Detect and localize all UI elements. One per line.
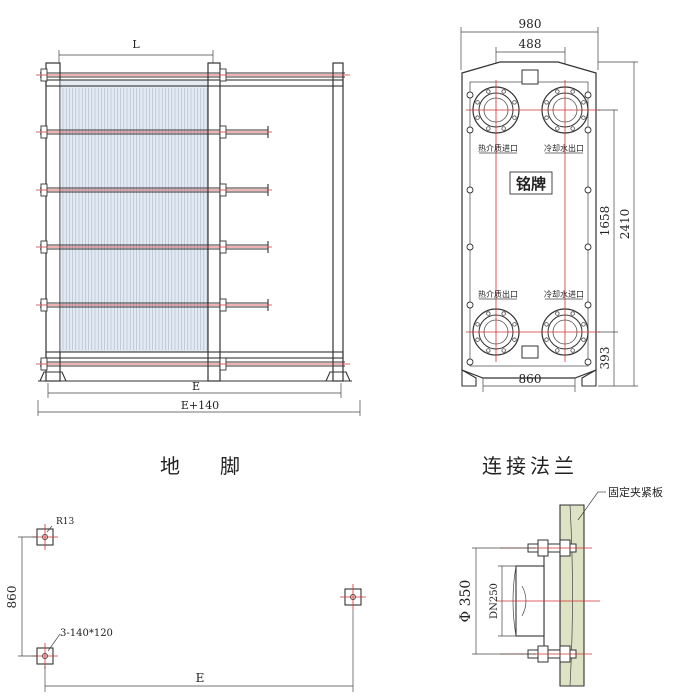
- flange-bolt-hole: [512, 322, 517, 327]
- label-hot-in: 热介质进口: [478, 143, 518, 153]
- flange-bolt-hole: [555, 126, 560, 131]
- dim-860-label: 860: [519, 372, 542, 386]
- flange-bolt-hole: [475, 337, 480, 342]
- side-view: 980 488: [460, 17, 638, 392]
- dim-L-label: L: [132, 38, 140, 51]
- dim-phi350-label: Φ 350: [458, 580, 474, 623]
- side-centerlines: [466, 80, 600, 362]
- flange-bolt-hole: [544, 115, 549, 120]
- bottom-guide-bar: [45, 351, 344, 359]
- flange-bolt-hole: [570, 311, 575, 316]
- bottom-bar-notch: [521, 345, 539, 359]
- flange-bolt-hole: [512, 337, 517, 342]
- label-hot-out: 热介质出口: [478, 289, 518, 299]
- flange-bolt-hole: [486, 348, 491, 353]
- dim-488-label: 488: [519, 37, 542, 51]
- flange-bolt-hole: [570, 126, 575, 131]
- flange-body: [543, 549, 561, 651]
- flange-bolt-hole: [581, 337, 586, 342]
- support-column: [332, 62, 344, 382]
- pressure-plate: [207, 62, 221, 382]
- flange-view-title: 连接法兰: [482, 454, 578, 478]
- clamping-plate-label: 固定夹紧板: [608, 485, 663, 499]
- foot-view: R13 860 3-140*120 E: [5, 517, 366, 692]
- flange-bolt-hole: [486, 126, 491, 131]
- dim-foot-E-label: E: [196, 671, 205, 685]
- flange-bolt-hole: [475, 100, 480, 105]
- flange-bolt-hole: [555, 311, 560, 316]
- flange-bolt-hole: [555, 89, 560, 94]
- dim-foot-860-label: 860: [5, 586, 19, 609]
- flange-bolt-hole: [570, 89, 575, 94]
- label-cool-in: 冷却水进口: [544, 289, 584, 299]
- flange-bolt-hole: [555, 348, 560, 353]
- flange-bolt-hole: [544, 322, 549, 327]
- nameplate-frame: [509, 171, 553, 195]
- dim-393-label: 393: [598, 347, 612, 370]
- flange-bolt-hole: [512, 115, 517, 120]
- flange-bolt-hole: [544, 100, 549, 105]
- dim-E-plus-label: E+140: [181, 399, 219, 412]
- top-bar-notch: [521, 69, 539, 85]
- flange-bolt-hole: [581, 115, 586, 120]
- top-carrying-bar: [45, 79, 344, 87]
- flange-bolts: [475, 89, 586, 353]
- flange-bolt-hole: [544, 337, 549, 342]
- flange-view: 固定夹紧板 Φ 350 DN250: [458, 485, 663, 687]
- dim-2410-label: 2410: [618, 209, 632, 240]
- flange-bolt-hole: [486, 89, 491, 94]
- dim-980-label: 980: [519, 17, 542, 31]
- flange-bolt-hole: [475, 322, 480, 327]
- flange-bolt-hole: [501, 126, 506, 131]
- flange-bolt-hole: [581, 322, 586, 327]
- dim-1658-label: 1658: [598, 206, 612, 237]
- dim-E-label: E: [192, 380, 200, 393]
- tie-bolts: [40, 72, 345, 367]
- flange-bolt-hole: [581, 100, 586, 105]
- front-view: L: [36, 38, 361, 416]
- flange-bolt-hole: [486, 311, 491, 316]
- flange-bolt-hole: [570, 348, 575, 353]
- flange-bolt-hole: [512, 100, 517, 105]
- dim-R13-label: R13: [56, 517, 75, 527]
- flange-bolt-hole: [475, 115, 480, 120]
- flange-bolt-hole: [501, 311, 506, 316]
- dim-hole-label: 3-140*120: [60, 628, 113, 639]
- foot-centerlines: [32, 524, 366, 669]
- flange-bolt-hole: [501, 348, 506, 353]
- fixed-frame-plate: [45, 62, 61, 382]
- front-centerlines: [36, 74, 350, 365]
- label-cool-out: 冷却水出口: [544, 143, 584, 153]
- foot-view-title: 地 脚: [160, 454, 240, 478]
- flange-bolt-hole: [501, 89, 506, 94]
- nameplate-label: 铭牌: [516, 175, 546, 193]
- frame-bolt-heads: [466, 91, 592, 366]
- dim-dn250-label: DN250: [489, 583, 500, 619]
